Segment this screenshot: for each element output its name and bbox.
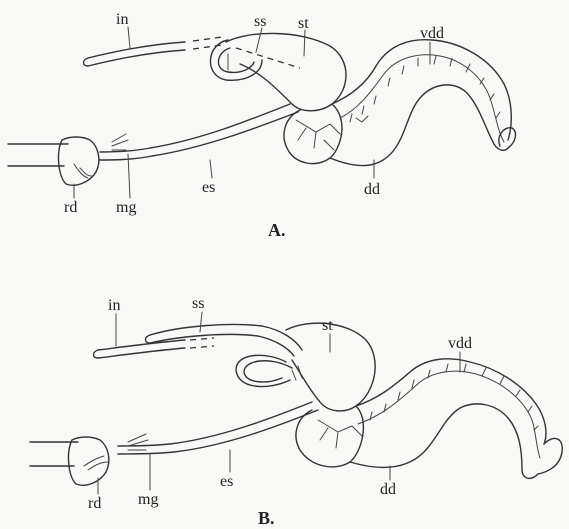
panel-b-esophagus-lower	[118, 410, 318, 454]
panel-b: in ss st vdd rd mg es dd B.	[30, 295, 562, 528]
panel-a-intestine-end	[84, 58, 89, 66]
panel-a-intestine-lower	[88, 50, 185, 66]
panel-b-buccal-lines	[30, 442, 78, 466]
panel-b-intestine-dashed-upper	[190, 338, 214, 340]
panel-b-label-in: in	[108, 297, 120, 314]
panel-a-esophagus-lower	[100, 112, 298, 160]
panel-a-leader-in	[128, 27, 130, 48]
panel-a-label-dd: dd	[364, 181, 380, 198]
panel-b-intestine-end	[94, 350, 99, 358]
panel-a-caption: A.	[268, 220, 286, 240]
panel-b-label-dd: dd	[380, 481, 396, 498]
panel-a-dd-left-lobe	[284, 104, 342, 164]
panel-a-radula	[74, 164, 92, 178]
panel-a-leader-ss	[256, 28, 262, 52]
panel-b-intestine-dashed-lower	[190, 346, 214, 348]
panel-a-leader-es	[210, 160, 212, 178]
panel-b-caption: B.	[258, 508, 275, 528]
panel-a-branch-ducts	[296, 120, 340, 150]
panel-a-label-mg: mg	[116, 199, 136, 216]
panel-a-esophagus-upper	[100, 104, 290, 152]
panel-a-style-sac-dash	[236, 48, 300, 68]
panel-a-stomach	[226, 33, 346, 110]
panel-b-style-sac-upper	[150, 324, 302, 350]
panel-b-radula	[84, 456, 108, 470]
panel-a-leader-mg	[128, 154, 130, 198]
panel-b-label-vdd: vdd	[448, 335, 472, 352]
panel-b-duct-ticks	[370, 364, 538, 430]
panel-a-ventral-duct	[340, 55, 504, 142]
panel-b-label-mg: mg	[138, 491, 158, 508]
panel-b-coil-tip	[538, 438, 562, 474]
panel-a-label-es: es	[202, 179, 215, 196]
panel-a-mg-ducts	[112, 134, 128, 150]
panel-a-label-vdd: vdd	[420, 25, 444, 42]
panel-b-style-sac-lower	[150, 334, 294, 356]
panel-a-dd-lower	[330, 85, 510, 166]
panel-b-ventral-duct	[358, 371, 540, 458]
panel-b-leader-ss	[200, 312, 202, 332]
panel-b-buccal-mass	[69, 437, 109, 485]
panel-a-label-st: st	[298, 15, 309, 32]
panel-a-label-rd: rd	[64, 199, 77, 216]
panel-b-intestine-lower	[98, 348, 185, 358]
panel-a-coil-tip	[499, 128, 516, 148]
panel-b-mg-ducts	[128, 434, 148, 450]
panel-b-style-sac-tip	[146, 335, 151, 343]
panel-b-label-st: st	[322, 317, 333, 334]
panel-a-label-ss: ss	[254, 13, 266, 30]
panel-b-stomach	[286, 323, 375, 411]
panel-a-small-duct	[356, 116, 368, 122]
panel-b-intestine-upper	[98, 340, 185, 350]
panel-a-label-in: in	[116, 11, 128, 28]
panel-a-intestine-dashed-upper	[193, 37, 222, 41]
panel-b-label-rd: rd	[88, 495, 101, 512]
panel-b-branch-ducts	[318, 420, 362, 448]
panel-b-label-es: es	[220, 473, 233, 490]
panel-a-leader-st	[304, 30, 305, 56]
panel-a: in ss st vdd rd mg es dd A.	[8, 11, 515, 240]
panel-b-loop-outer	[244, 361, 292, 382]
panel-b-label-ss: ss	[192, 295, 204, 312]
